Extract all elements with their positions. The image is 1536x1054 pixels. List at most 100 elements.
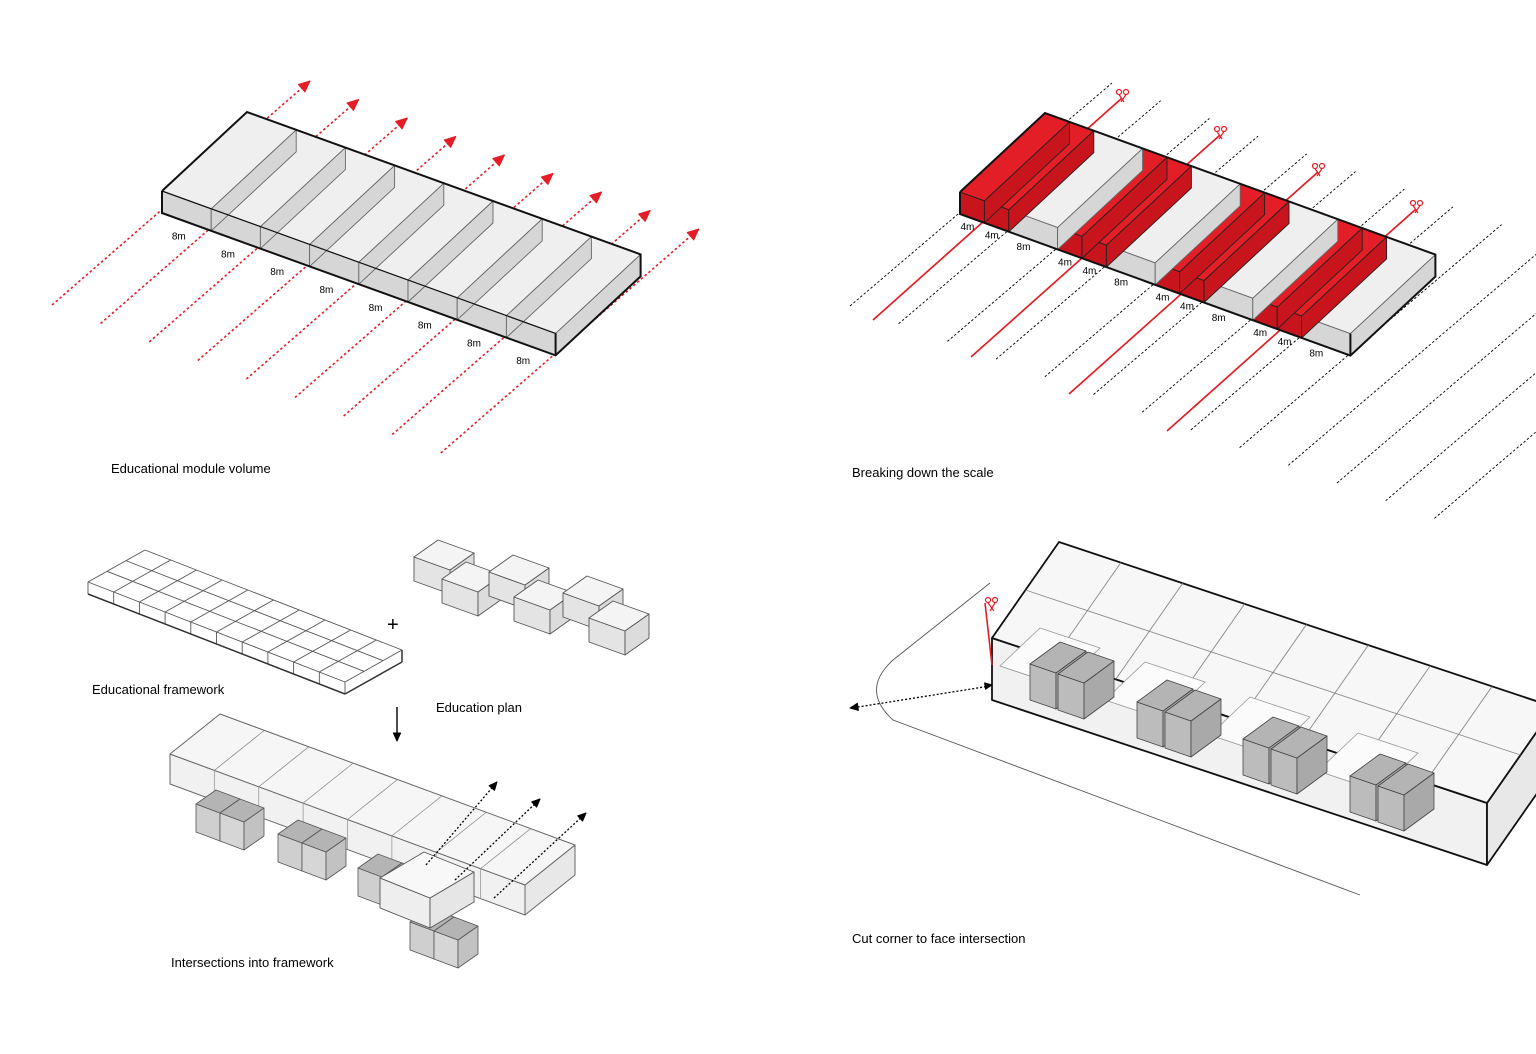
- segment-label: 8m: [369, 303, 383, 314]
- segment-label: 4m: [1156, 293, 1170, 304]
- hanging-block-top: [1270, 726, 1328, 759]
- scissors-loop: [984, 596, 992, 604]
- scissors-loop: [991, 596, 999, 604]
- scissors-blade: [1218, 131, 1225, 140]
- plan-volume-extrude: [379, 851, 475, 929]
- segment-label: 4m: [1278, 337, 1292, 348]
- cut-corner-volume: [849, 541, 1536, 896]
- wire-cross: [344, 649, 403, 683]
- intersect-block-top: [219, 798, 265, 823]
- wire-cross: [87, 549, 146, 583]
- hanging-block-top: [1164, 689, 1222, 722]
- intersection-rib: [302, 762, 354, 804]
- hanging-block: [1270, 726, 1328, 795]
- segment-label: 8m: [1309, 348, 1323, 359]
- cut-line: [984, 602, 993, 666]
- intersect-block: [219, 798, 265, 851]
- caption-framework: Educational framework: [92, 682, 225, 697]
- hanging-block: [1164, 689, 1222, 758]
- segment-label: 8m: [1017, 242, 1031, 253]
- wire-long: [125, 560, 384, 662]
- hanging-block-top: [1029, 641, 1087, 674]
- module-outline-edge: [161, 190, 556, 334]
- dotted-arrow-head: [984, 682, 993, 690]
- segment-label: 8m: [418, 321, 432, 332]
- scissors-blade: [1414, 205, 1421, 214]
- guide-dashed-line: [1288, 253, 1536, 466]
- flow-arrow-head: [297, 80, 311, 93]
- hanging-block-top: [1349, 753, 1407, 786]
- framework-wire: [87, 549, 403, 695]
- intersect-block: [433, 916, 479, 969]
- flow-arrow-head: [443, 136, 457, 148]
- dotted-arrow-head: [488, 781, 498, 791]
- module-volume-box: [161, 110, 642, 357]
- grid-spine: [1025, 589, 1521, 756]
- scissors-icon: [984, 596, 999, 612]
- segment-label: 4m: [985, 231, 999, 242]
- scissors-blade: [1314, 168, 1321, 177]
- dotted-arrow-line: [493, 812, 587, 899]
- segment-label: 8m: [319, 285, 333, 296]
- flow-arrow-head: [589, 191, 603, 204]
- intersection-rib: [480, 828, 531, 869]
- scissors-icon: [1409, 199, 1424, 214]
- hanging-block-top: [1057, 651, 1115, 684]
- intersections-diagram: [169, 713, 587, 969]
- scissors-icon: [1311, 162, 1326, 177]
- scale-outline: [959, 111, 1437, 357]
- segment-label: 4m: [960, 222, 974, 233]
- hanging-block-top: [1377, 763, 1435, 796]
- guide-dashed-line: [1385, 372, 1536, 502]
- wire-cross: [293, 629, 351, 663]
- dotted-arrow-head: [531, 798, 541, 808]
- segment-label: 4m: [1253, 328, 1267, 339]
- plan-block: [588, 600, 650, 656]
- scissors-blade: [987, 602, 995, 612]
- flow-arrow-head: [346, 99, 360, 111]
- down-arrow-head: [392, 732, 402, 742]
- scissors-blade: [1412, 205, 1419, 214]
- dotted-arrow-head: [849, 702, 859, 711]
- scale-split-box: [959, 111, 1437, 357]
- hanging-block: [1057, 651, 1115, 720]
- plan-block-top: [488, 554, 550, 586]
- dotted-arrow-head: [577, 812, 587, 822]
- wire-cross: [267, 619, 326, 653]
- caption-cut-corner: Cut corner to face intersection: [852, 931, 1026, 946]
- scissors-blade: [1316, 168, 1323, 177]
- segment-label: 8m: [467, 338, 481, 349]
- module-segment: [161, 111, 297, 232]
- segment-label: 4m: [1180, 302, 1194, 313]
- flow-arrow-head: [540, 173, 554, 185]
- wire-cross: [190, 589, 249, 623]
- education-plan-blocks: [413, 539, 650, 656]
- scissors-icon: [1115, 88, 1130, 103]
- flow-arrow-head: [638, 210, 651, 222]
- intersect-block: [301, 828, 347, 881]
- intersection-rib: [391, 795, 443, 837]
- wire-cross: [113, 559, 171, 593]
- wire-base: [87, 593, 346, 695]
- wire-cross: [139, 569, 197, 603]
- intersection-rib: [436, 811, 487, 853]
- intersect-block-top: [301, 828, 347, 853]
- scissors-blade: [1118, 94, 1125, 103]
- segment-label: 8m: [221, 249, 235, 260]
- scissors-blade: [1120, 94, 1127, 103]
- wire-long: [144, 549, 403, 651]
- plan-block-top: [588, 600, 650, 632]
- segment-label: 8m: [1114, 278, 1128, 289]
- segment-label: 8m: [172, 232, 186, 243]
- plan-volume-extrude-top: [379, 851, 475, 899]
- intersect-block-top: [433, 916, 479, 941]
- segment-label: 4m: [1082, 266, 1096, 277]
- hanging-block: [1377, 763, 1435, 832]
- guide-dashed-line: [1336, 313, 1536, 484]
- hanging-block-top: [1242, 716, 1300, 749]
- flow-arrow-head: [395, 117, 408, 130]
